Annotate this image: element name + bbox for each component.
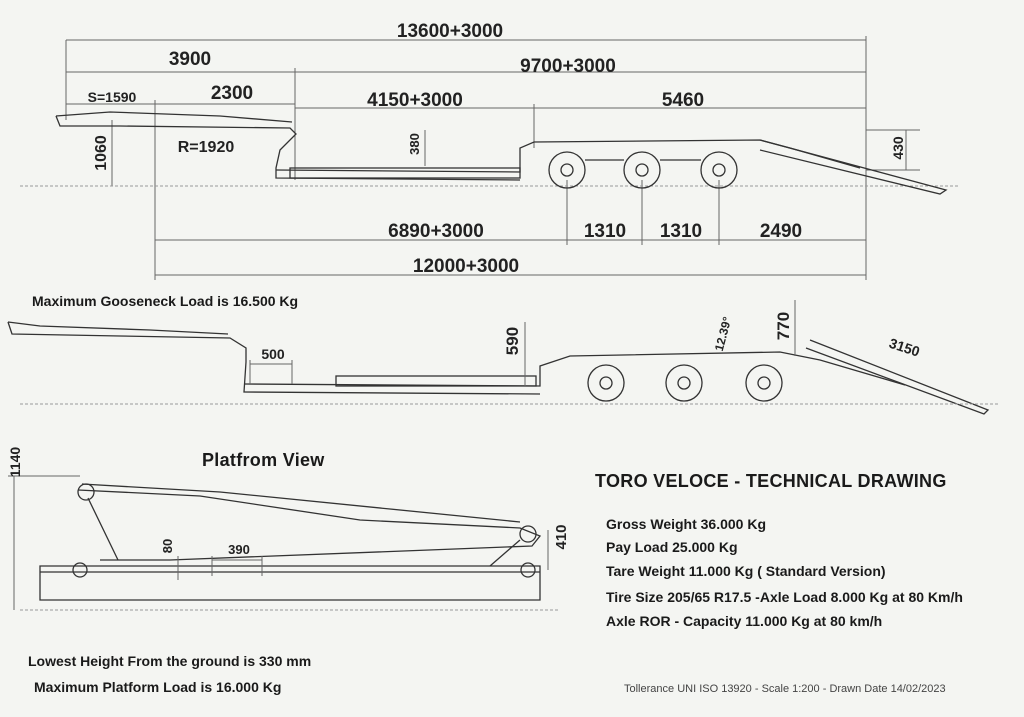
top-trailer-drawing [20, 36, 960, 280]
dim-angle: 12.39° [712, 315, 735, 352]
side-trailer-body [7, 300, 1000, 415]
platform-load-note: Maximum Platform Load is 16.000 Kg [34, 679, 282, 695]
dim-step-height: 380 [407, 133, 422, 155]
dim-rise: 590 [503, 327, 522, 355]
spec-tare-weight: Tare Weight 11.000 Kg ( Standard Version… [606, 563, 886, 579]
spec-pay-load: Pay Load 25.000 Kg [606, 539, 738, 555]
dim-neck-length: 2300 [211, 83, 253, 104]
spec-axle-ror: Axle ROR - Capacity 11.000 Kg at 80 km/h [606, 613, 883, 629]
gooseneck-load-note: Maximum Gooseneck Load is 16.500 Kg [32, 293, 299, 309]
platform-view-drawing [8, 475, 560, 611]
dim-lower-deck: 4150+3000 [367, 90, 463, 111]
dim-end-height: 410 [553, 524, 570, 549]
dim-neck-height: 1060 [93, 135, 110, 171]
footer-tolerance: Tollerance UNI ISO 13920 - Scale 1:200 -… [624, 683, 946, 695]
dim-gap: 80 [160, 539, 175, 553]
spec-gross-weight: Gross Weight 36.000 Kg [606, 516, 767, 532]
dim-deck-length: 9700+3000 [520, 56, 616, 77]
dim-overall-top: 13600+3000 [397, 21, 503, 42]
dim-ramp-rise: 770 [774, 312, 793, 340]
dim-ramp-length: 3150 [887, 335, 922, 360]
dim-span: 390 [228, 542, 250, 557]
dim-radius: R=1920 [178, 139, 235, 156]
dim-step: 500 [261, 346, 285, 362]
dim-rear-overhang: 2490 [760, 221, 802, 242]
dim-ramp-height: 430 [890, 136, 906, 160]
dim-s-value: S=1590 [88, 89, 137, 105]
dim-axle-spacing-2: 1310 [660, 221, 702, 242]
dim-axle-spacing-1: 1310 [584, 221, 626, 242]
dim-rear-length: 5460 [662, 90, 704, 111]
dim-overall-bottom: 12000+3000 [413, 256, 519, 277]
spec-tire-size: Tire Size 205/65 R17.5 -Axle Load 8.000 … [606, 589, 963, 605]
top-trailer-body [55, 111, 948, 195]
dim-gooseneck-length: 3900 [169, 49, 211, 70]
spec-title: TORO VELOCE - TECHNICAL DRAWING [595, 471, 947, 491]
dim-platform-length: 6890+3000 [388, 221, 484, 242]
platform-view-title: Platfrom View [202, 450, 325, 470]
dim-total-height: 1140 [7, 447, 23, 478]
lowest-height-note: Lowest Height From the ground is 330 mm [28, 653, 312, 669]
